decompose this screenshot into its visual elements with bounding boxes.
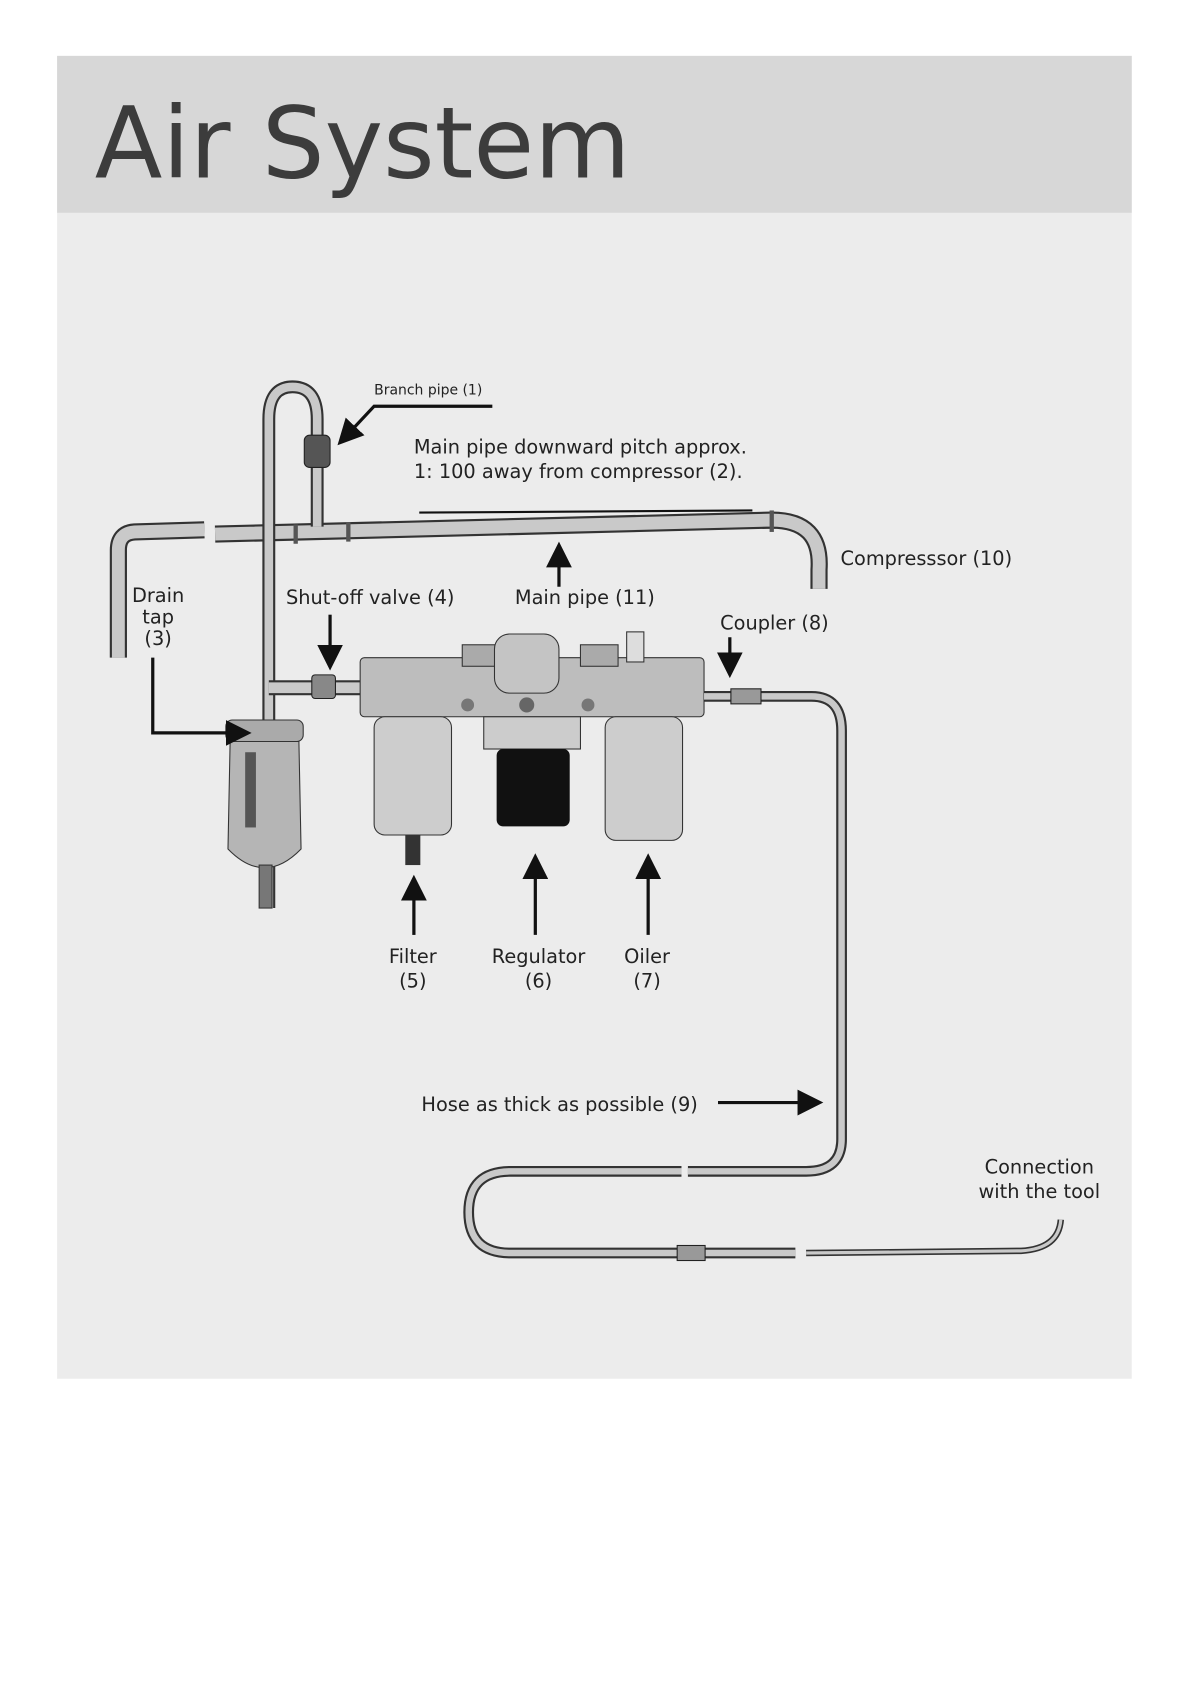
regulator-label: Regulator <box>492 945 586 968</box>
regulator-body-icon <box>496 749 570 827</box>
oiler-label: Oiler <box>624 945 670 968</box>
filter-number: (5) <box>399 970 426 993</box>
shutoff-valve-label: Shut-off valve (4) <box>286 586 454 609</box>
main-pipe-label: Main pipe (11) <box>515 586 655 609</box>
main-pipe <box>109 509 828 658</box>
branch-valve-icon <box>303 434 331 468</box>
pitch-label-line1: Main pipe downward pitch approx. <box>414 435 747 458</box>
pitch-label-line2: 1: 100 away from compressor (2). <box>414 460 743 483</box>
page-title: Air System <box>95 86 631 201</box>
connection-label-line2: with the tool <box>979 1180 1101 1203</box>
shutoff-valve-icon <box>311 674 336 700</box>
drain-tap-label-line1: Drain <box>132 584 184 607</box>
connection-label-line1: Connection <box>985 1155 1094 1178</box>
regulator-knob-icon <box>493 633 560 694</box>
frl-unit <box>359 631 705 866</box>
filter-bowl-icon <box>373 716 453 836</box>
drain-tap-label-line2: tap <box>142 605 174 628</box>
filter-label: Filter <box>389 945 437 968</box>
header-band <box>57 55 1132 213</box>
branch-pipe-label: Branch pipe (1) <box>374 382 482 398</box>
drain-tap-label-line3: (3) <box>144 627 171 650</box>
oiler-bowl-icon <box>604 716 684 841</box>
hose-label: Hose as thick as possible (9) <box>421 1093 697 1116</box>
regulator-number: (6) <box>525 970 552 993</box>
branch-pipe <box>262 380 361 909</box>
coupler-label: Coupler (8) <box>720 612 829 635</box>
callout-arrows <box>151 404 824 1116</box>
oiler-number: (7) <box>633 970 660 993</box>
hose <box>463 688 1065 1262</box>
coupler-icon <box>730 688 762 705</box>
compressor-label: Compresssor (10) <box>841 547 1013 570</box>
